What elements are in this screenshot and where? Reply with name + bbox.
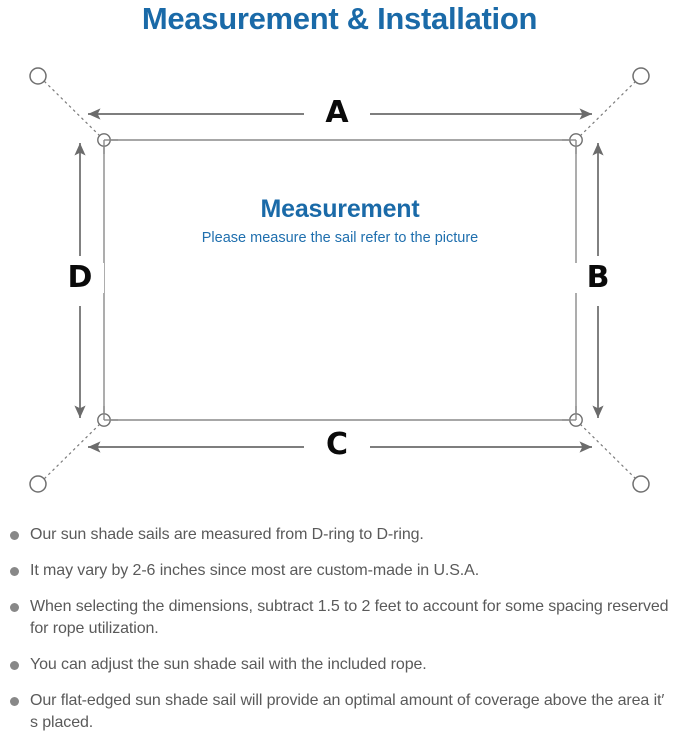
list-item-text: It may vary by 2-6 inches since most are… [30, 562, 480, 579]
list-item: You can adjust the sun shade sail with t… [0, 654, 679, 676]
page-title: Measurement & Installation [141, 1, 538, 36]
bullet-icon [10, 531, 19, 540]
d-rings [97, 133, 583, 427]
list-item-text: Our flat-edged sun shade sail will provi… [30, 692, 665, 731]
bullet-icon [10, 697, 19, 706]
list-item: When selecting the dimensions, subtract … [0, 596, 679, 640]
list-item-text: Our sun shade sails are measured from D-… [30, 526, 424, 543]
rope-line-bottom-right [575, 419, 639, 482]
measurement-diagram [0, 48, 679, 518]
rope-line-top-right [575, 78, 639, 141]
anchor-top-left [29, 67, 47, 85]
list-item-text: You can adjust the sun shade sail with t… [30, 656, 427, 673]
sail-rectangle [103, 139, 577, 421]
bullet-icon [10, 567, 19, 576]
anchor-bottom-left [29, 475, 47, 493]
list-item: Our flat-edged sun shade sail will provi… [0, 690, 679, 734]
anchor-bottom-right [632, 475, 650, 493]
list-item: Our sun shade sails are measured from D-… [0, 524, 679, 546]
anchor-points [29, 67, 650, 493]
rope-line-bottom-left [41, 419, 105, 482]
notes-list: Our sun shade sails are measured from D-… [0, 524, 679, 748]
rope-line-top-left [41, 78, 105, 141]
anchor-top-right [632, 67, 650, 85]
bullet-icon [10, 603, 19, 612]
list-item-text: When selecting the dimensions, subtract … [30, 598, 669, 637]
sail-corner-stubs [103, 139, 577, 421]
list-item: It may vary by 2-6 inches since most are… [0, 560, 679, 582]
bullet-icon [10, 661, 19, 670]
